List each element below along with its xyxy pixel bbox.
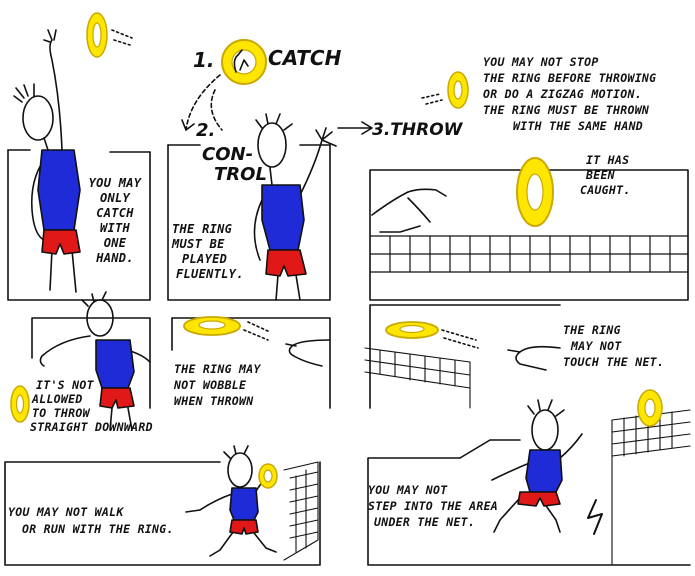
hand-e (285, 339, 331, 367)
shirt-h (525, 449, 563, 493)
ring-icon (516, 157, 554, 227)
shorts-a (41, 229, 81, 255)
panel-frame-throw (369, 169, 689, 301)
step-catch-label: CATCH (268, 46, 342, 70)
shorts-b (265, 249, 307, 277)
panel-frame-under-net (367, 457, 691, 566)
hand-f (507, 345, 561, 371)
figure-catching (13, 29, 77, 293)
panel-frame-walk (4, 461, 321, 566)
step-catch-number: 1. (193, 48, 215, 72)
shorts-d (99, 387, 135, 409)
danger-arrow (587, 499, 603, 535)
panel-frame-control (167, 144, 331, 301)
net (283, 461, 319, 561)
step-control-label-2: TROL (214, 164, 267, 185)
ring-icon (447, 71, 469, 109)
ring-icon (183, 316, 241, 336)
step-throw-label: 3.THROW (372, 120, 463, 140)
net (369, 235, 689, 273)
ring-icon (637, 389, 663, 427)
shorts-g (229, 519, 259, 535)
panel-frame-downward (31, 317, 151, 409)
net (611, 409, 691, 566)
shorts-h (517, 491, 561, 507)
step-control-number: 2. (196, 120, 216, 141)
ring-icon (86, 12, 108, 58)
figure-walking (185, 445, 277, 557)
shirt-a (37, 149, 81, 231)
figure-controlling (253, 113, 337, 301)
ring-icon (258, 463, 278, 489)
motion-arrow (185, 74, 221, 131)
panel-frame-catch (7, 149, 151, 301)
shirt-b (261, 184, 305, 251)
shirt-g (229, 487, 259, 521)
ring-icon (385, 321, 439, 339)
throwing-hand (371, 188, 447, 233)
ring-icon (10, 385, 30, 423)
net (364, 347, 471, 409)
step-control-label-1: CON- (202, 144, 254, 165)
panel-frame-net (369, 304, 561, 409)
